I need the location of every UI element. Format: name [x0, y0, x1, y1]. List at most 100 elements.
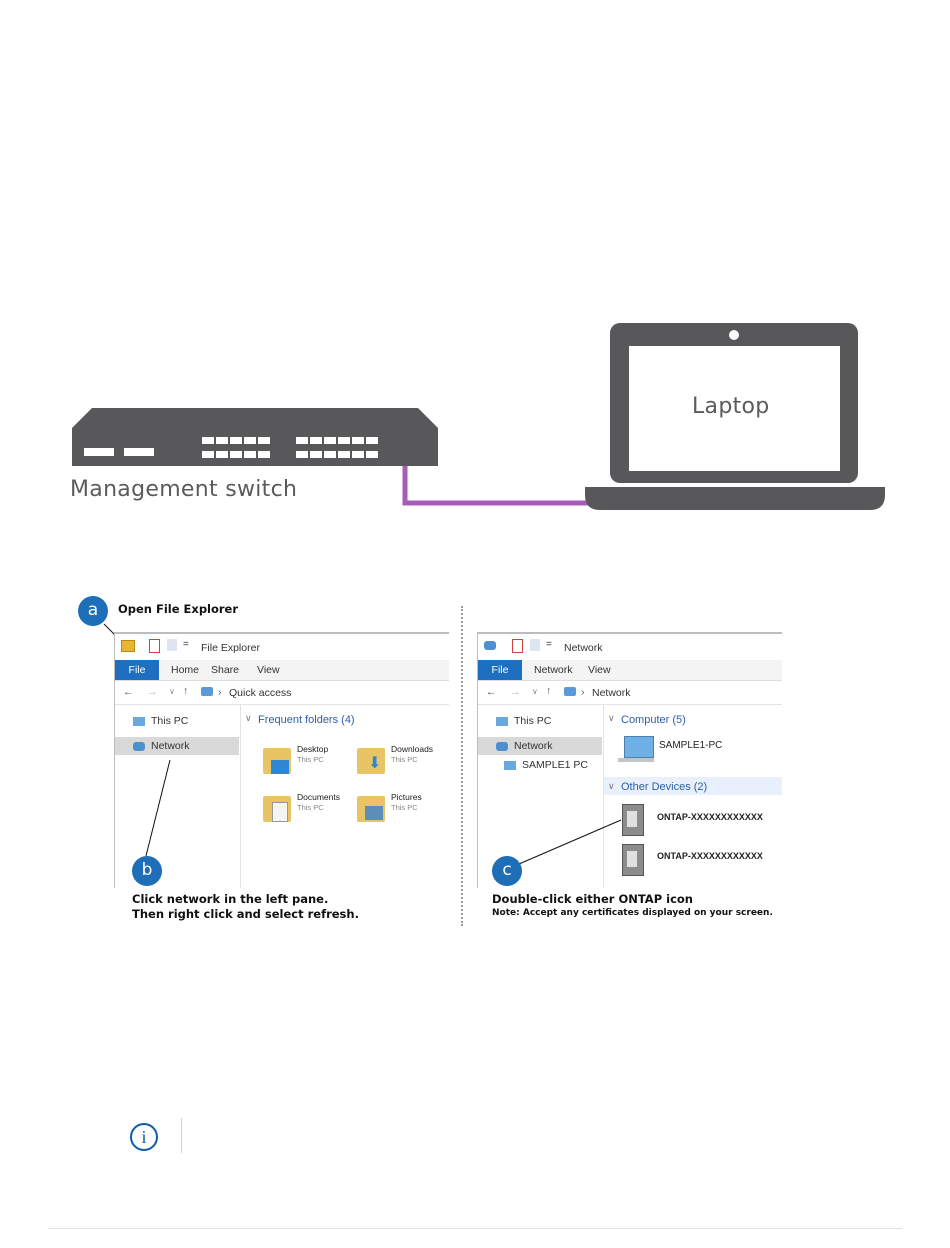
folder-location: This PC	[297, 755, 324, 764]
tab-share[interactable]: Share	[211, 664, 240, 676]
window-title: Network	[564, 642, 603, 654]
ontap-device-name[interactable]: ONTAP-XXXXXXXXXXXX	[657, 812, 763, 822]
nav-item-label: Network	[514, 740, 553, 752]
laptop-icon	[585, 323, 885, 510]
computer-stand-icon	[618, 758, 654, 762]
navigation-pane: This PC Network SAMPLE1 PC	[478, 704, 604, 888]
network-diagram	[72, 323, 885, 510]
nav-item-this-pc[interactable]: This PC	[496, 712, 551, 730]
customize-icon[interactable]: =	[546, 639, 552, 650]
tab-home[interactable]: Home	[171, 664, 200, 676]
folder-pictures-icon	[357, 796, 385, 822]
step-a-caption: Open File Explorer	[118, 602, 239, 616]
nav-item-network[interactable]: Network	[478, 737, 602, 755]
chevron-down-icon[interactable]: ∨	[245, 713, 252, 723]
nav-item-network[interactable]: Network	[115, 737, 239, 755]
step-a-marker: a	[78, 596, 108, 626]
pdf-icon[interactable]	[149, 639, 160, 653]
tab-view[interactable]: View	[257, 664, 280, 676]
ontap-device-name[interactable]: ONTAP-XXXXXXXXXXXX	[657, 851, 763, 861]
computer-group-header[interactable]: Computer (5)	[621, 714, 686, 726]
step-b-caption-line1: Click network in the left pane.	[132, 892, 329, 906]
folder-icon[interactable]	[121, 640, 135, 652]
address-bar: ← → ∨ ↑ › Quick access	[115, 682, 449, 705]
computer-icon	[133, 716, 145, 726]
forward-arrow-icon[interactable]: →	[147, 686, 158, 698]
pdf-icon[interactable]	[512, 639, 523, 653]
folder-name: Downloads	[391, 744, 434, 754]
nav-item-sample-pc[interactable]: SAMPLE1 PC	[504, 756, 588, 774]
computer-icon	[496, 716, 508, 726]
folder-documents-icon	[263, 796, 291, 822]
laptop-label: Laptop	[692, 394, 770, 419]
network-icon	[496, 741, 508, 751]
properties-icon[interactable]	[530, 639, 540, 651]
title-bar: = File Explorer	[115, 632, 449, 660]
customize-icon[interactable]: =	[183, 639, 189, 650]
folder-downloads[interactable]: ⬇ Downloads This PC	[357, 744, 452, 788]
folder-name: Pictures	[391, 792, 422, 802]
step-b-pointer	[145, 759, 171, 857]
step-b-marker: b	[132, 856, 162, 886]
window-title: File Explorer	[201, 642, 260, 654]
forward-arrow-icon[interactable]: →	[510, 686, 521, 698]
nav-item-label: SAMPLE1 PC	[522, 759, 588, 771]
tab-file[interactable]: File	[115, 660, 159, 680]
back-arrow-icon[interactable]: ←	[123, 686, 134, 698]
folder-documents[interactable]: Documents This PC	[263, 792, 358, 836]
step-c-pointer	[518, 819, 622, 865]
recent-dropdown-icon[interactable]: ∨	[169, 687, 175, 696]
computer-icon	[504, 760, 516, 770]
management-switch-icon	[72, 408, 438, 466]
nav-item-label: This PC	[151, 715, 189, 727]
desktop-computer-icon	[624, 736, 654, 758]
nav-item-label: This PC	[514, 715, 552, 727]
title-bar: = Network	[478, 632, 782, 660]
breadcrumb-separator-icon: ›	[581, 686, 585, 698]
network-icon	[133, 741, 145, 751]
up-arrow-icon[interactable]: ↑	[183, 685, 189, 697]
step-c-caption: Double-click either ONTAP icon	[492, 892, 693, 906]
folder-downloads-icon: ⬇	[357, 748, 385, 774]
info-divider	[181, 1118, 182, 1153]
address-path[interactable]: Network	[592, 687, 631, 699]
frequent-folders-header[interactable]: Frequent folders (4)	[258, 714, 355, 726]
up-arrow-icon[interactable]: ↑	[546, 685, 552, 697]
back-arrow-icon[interactable]: ←	[486, 686, 497, 698]
step-b-caption-line2: Then right click and select refresh.	[132, 907, 359, 921]
other-devices-header-bar	[604, 777, 782, 795]
other-devices-header[interactable]: Other Devices (2)	[621, 781, 708, 793]
server-icon[interactable]	[622, 804, 644, 836]
info-icon: i	[130, 1123, 158, 1151]
chevron-down-icon[interactable]: ∨	[608, 713, 615, 723]
panel-divider	[461, 606, 463, 926]
folder-pictures[interactable]: Pictures This PC	[357, 792, 452, 836]
network-cable	[402, 466, 600, 506]
switch-label: Management switch	[70, 477, 298, 502]
chevron-down-icon[interactable]: ∨	[608, 781, 615, 791]
step-c-marker: c	[492, 856, 522, 886]
folder-location: This PC	[391, 803, 418, 812]
folder-location: This PC	[391, 755, 418, 764]
properties-icon[interactable]	[167, 639, 177, 651]
network-location-icon	[564, 687, 576, 696]
quick-access-icon	[201, 687, 213, 696]
folder-desktop-icon	[263, 748, 291, 774]
network-icon[interactable]	[484, 641, 496, 650]
folder-name: Documents	[297, 792, 340, 802]
recent-dropdown-icon[interactable]: ∨	[532, 687, 538, 696]
nav-item-label: Network	[151, 740, 190, 752]
server-icon[interactable]	[622, 844, 644, 876]
navigation-pane: This PC Network	[115, 704, 241, 888]
address-path[interactable]: Quick access	[229, 687, 292, 699]
folder-location: This PC	[297, 803, 324, 812]
tab-network[interactable]: Network	[534, 664, 573, 676]
nav-item-this-pc[interactable]: This PC	[133, 712, 188, 730]
tab-view[interactable]: View	[588, 664, 611, 676]
ribbon: File Home Share View	[115, 660, 449, 681]
tab-file[interactable]: File	[478, 660, 522, 680]
folder-desktop[interactable]: Desktop This PC	[263, 744, 358, 788]
folder-name: Desktop	[297, 744, 329, 754]
computer-item-name[interactable]: SAMPLE1-PC	[659, 740, 723, 751]
address-bar: ← → ∨ ↑ › Network	[478, 682, 782, 705]
